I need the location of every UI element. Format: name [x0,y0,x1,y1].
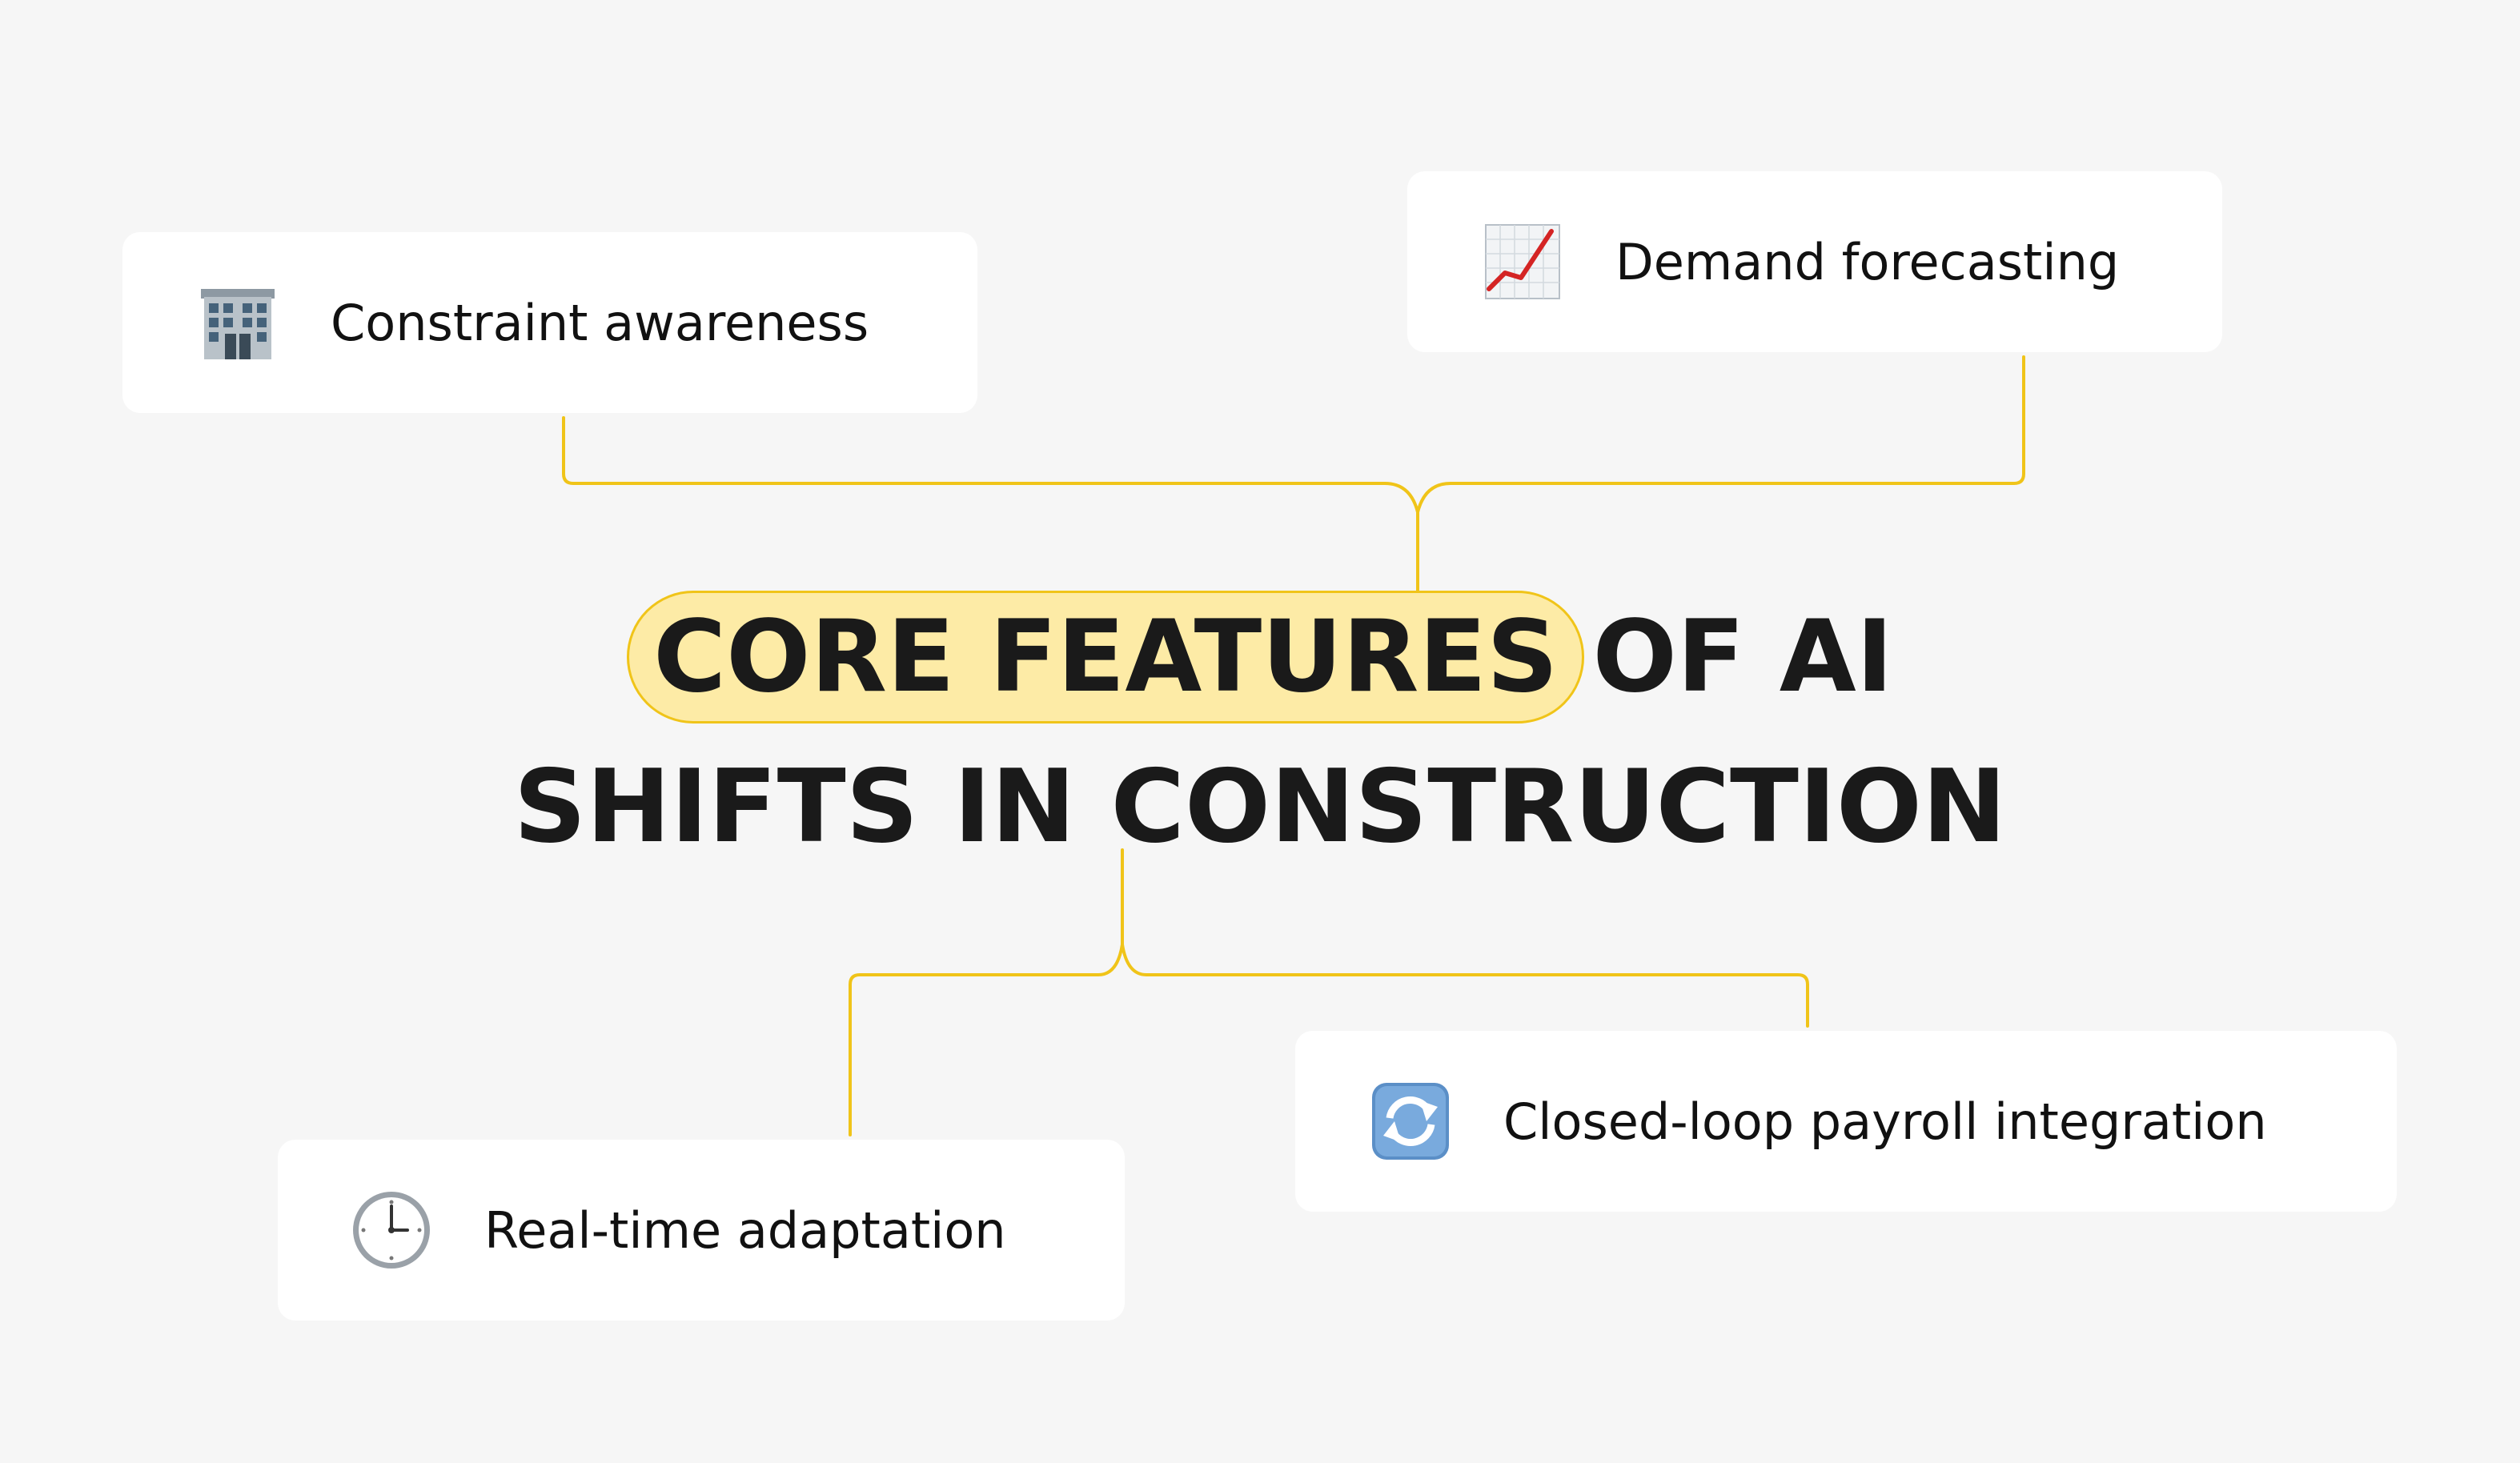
chart-increasing-icon [1481,220,1564,303]
node-closed-loop-payroll-integration: Closed-loop payroll integration [1295,1031,2397,1212]
arrows-cycle-icon [1369,1080,1452,1163]
node-label: Closed-loop payroll integration [1503,1092,2267,1151]
connector-bottom-bracket [849,943,1809,1136]
page-title-line-2: SHIFTS IN CONSTRUCTION [513,748,2007,865]
title-line-1-rest: OF AI [1592,599,1893,715]
node-real-time-adaptation: Real-time adaptation [278,1140,1125,1321]
node-label: Constraint awareness [331,293,869,352]
node-constraint-awareness: Constraint awareness [122,232,977,413]
node-demand-forecasting: Demand forecasting [1407,171,2222,352]
office-building-icon [196,281,279,364]
node-label: Real-time adaptation [484,1200,1006,1260]
node-label: Demand forecasting [1615,232,2120,291]
title-highlight: CORE FEATURES [627,591,1585,723]
clock-icon [350,1188,433,1272]
